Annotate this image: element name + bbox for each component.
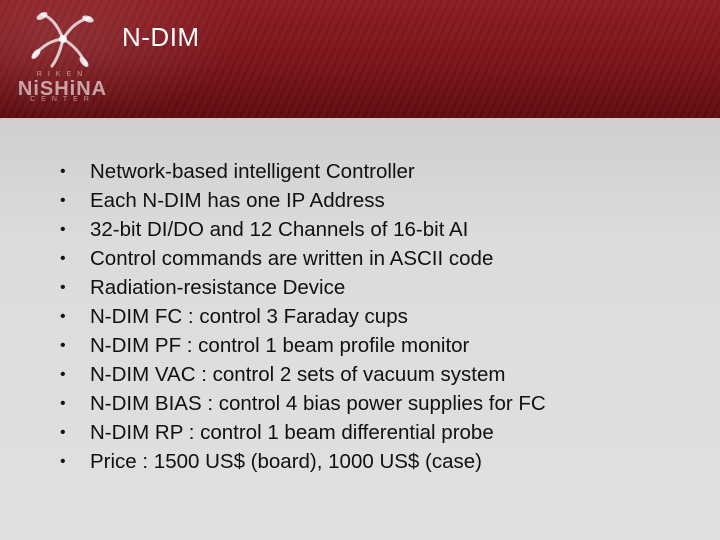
bullet-dot-icon: •: [60, 308, 66, 325]
bullet-text: Control commands are written in ASCII co…: [90, 247, 494, 270]
bullet-text: N-DIM BIAS : control 4 bias power suppli…: [90, 392, 546, 415]
bullet-dot-icon: •: [60, 395, 66, 412]
bullet-text: N-DIM FC : control 3 Faraday cups: [90, 305, 408, 328]
bullet-dot-icon: •: [60, 163, 66, 180]
bullet-list: • Network-based intelligent Controller • E…: [60, 157, 546, 476]
slide-body: [0, 118, 720, 540]
bullet-item: • 32-bit DI/DO and 12 Channels of 16-bit …: [60, 215, 546, 244]
bullet-dot-icon: •: [60, 453, 66, 470]
bullet-dot-icon: •: [60, 250, 66, 267]
bullet-dot-icon: •: [60, 337, 66, 354]
bullet-dot-icon: •: [60, 221, 66, 238]
slide-header: RIKEN NiSHiNA CENTER N-DIM: [0, 0, 720, 118]
logo-top-text: RIKEN: [36, 71, 89, 78]
bullet-item: • N-DIM PF : control 1 beam profile monit…: [60, 331, 546, 360]
bullet-dot-icon: •: [60, 192, 66, 209]
logo-name-text: NiSHiNA: [17, 78, 108, 100]
logo-bottom-text: CENTER: [30, 96, 95, 103]
bullet-text: N-DIM VAC : control 2 sets of vacuum sys…: [90, 363, 506, 386]
slide-title: N-DIM: [122, 22, 200, 52]
bullet-item: • Each N-DIM has one IP Address: [60, 186, 546, 215]
bullet-dot-icon: •: [60, 424, 66, 441]
nishina-center-logo: RIKEN NiSHiNA CENTER: [10, 8, 115, 108]
bullet-item: • Price : 1500 US$ (board), 1000 US$ (cas…: [60, 447, 546, 476]
bullet-text: 32-bit DI/DO and 12 Channels of 16-bit A…: [90, 218, 469, 241]
bullet-item: • N-DIM RP : control 1 beam differential …: [60, 418, 546, 447]
bullet-text: Network-based intelligent Controller: [90, 160, 415, 183]
bullet-dot-icon: •: [60, 366, 66, 383]
bullet-text: Radiation-resistance Device: [90, 276, 346, 299]
bullet-item: • N-DIM VAC : control 2 sets of vacuum sy…: [60, 360, 546, 389]
bullet-dot-icon: •: [60, 279, 66, 296]
bullet-item: • N-DIM BIAS : control 4 bias power suppl…: [60, 389, 546, 418]
bullet-text: Price : 1500 US$ (board), 1000 US$ (case…: [90, 450, 482, 473]
header-texture: [0, 0, 720, 118]
bullet-item: • N-DIM FC : control 3 Faraday cups: [60, 302, 546, 331]
bullet-item: • Radiation-resistance Device: [60, 273, 546, 302]
bullet-item: • Network-based intelligent Controller: [60, 157, 546, 186]
bullet-item: • Control commands are written in ASCII c…: [60, 244, 546, 273]
flower-logo-icon: [31, 12, 94, 68]
bullet-text: Each N-DIM has one IP Address: [90, 189, 385, 212]
bullet-text: N-DIM RP : control 1 beam differential p…: [90, 421, 494, 444]
bullet-text: N-DIM PF : control 1 beam profile monito…: [90, 334, 470, 357]
